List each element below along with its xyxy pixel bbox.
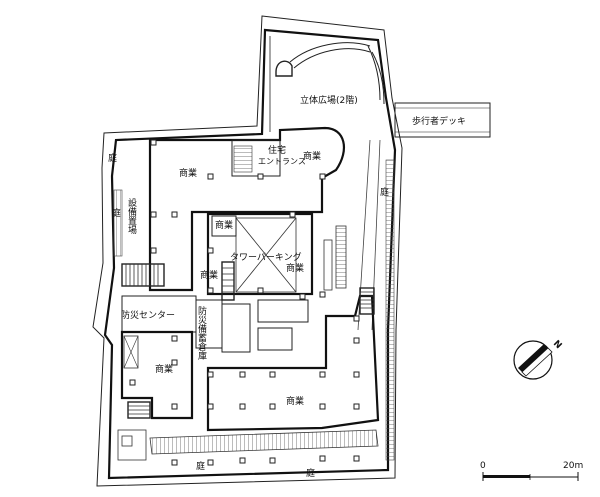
label-garden-south: 庭 [196, 460, 205, 472]
label-residence-entrance-2: エントランス [258, 157, 306, 166]
site-boundary [92, 15, 403, 487]
label-disaster-center: 防災センター [121, 309, 175, 321]
plaza-curved-stair [289, 42, 371, 63]
scale-end: 20m [563, 461, 583, 471]
label-commercial-ne: 商業 [303, 150, 321, 162]
label-commercial-nw: 商業 [179, 167, 197, 179]
label-commercial-mid-w: 商業 [200, 269, 218, 281]
building-outer-wall [103, 28, 397, 480]
residence-entrance-core [231, 139, 281, 177]
label-plaza: 立体広場(2階) [300, 94, 358, 106]
stair-center [221, 261, 235, 301]
label-commercial-south: 商業 [286, 395, 304, 407]
label-disaster-storage: 防災備蓄倉庫 [196, 305, 207, 361]
label-garden-nw: 庭 [108, 152, 117, 164]
west-hatch-band [113, 189, 123, 257]
compass-needle [518, 344, 548, 372]
commercial-left-block [120, 330, 194, 420]
pedestrian-deck [394, 102, 491, 138]
plaza-stair-landing [275, 60, 293, 77]
label-tower-parking: タワーパーキング [230, 251, 302, 263]
east-hatch-band [385, 159, 395, 461]
scale-start: 0 [480, 461, 486, 471]
commercial-upper-block [148, 126, 345, 292]
label-commercial-tower-w: 商業 [215, 219, 233, 231]
compass-north-label: N [551, 339, 563, 351]
label-commercial-sw: 商業 [155, 363, 173, 375]
tower-parking-core [206, 212, 314, 296]
south-garden-strip [149, 429, 379, 455]
label-garden-west: 庭 [112, 207, 121, 219]
structural-columns [129, 139, 360, 466]
north-compass: N [513, 339, 563, 380]
scale-bar: 0 20m [480, 461, 583, 481]
east-lane [335, 225, 347, 289]
commercial-lower-block [206, 294, 380, 432]
stair-southwest [127, 401, 151, 419]
label-deck: 歩行者デッキ [412, 115, 466, 127]
label-equipment: 設備置場 [126, 197, 137, 235]
label-commercial-tower-e: 商業 [286, 262, 304, 274]
label-garden-southeast: 庭 [306, 467, 315, 479]
label-garden-east: 庭 [380, 186, 389, 198]
label-residence-entrance-1: 住宅 [268, 144, 286, 156]
stair-east [359, 287, 375, 315]
stair-west [121, 263, 165, 287]
